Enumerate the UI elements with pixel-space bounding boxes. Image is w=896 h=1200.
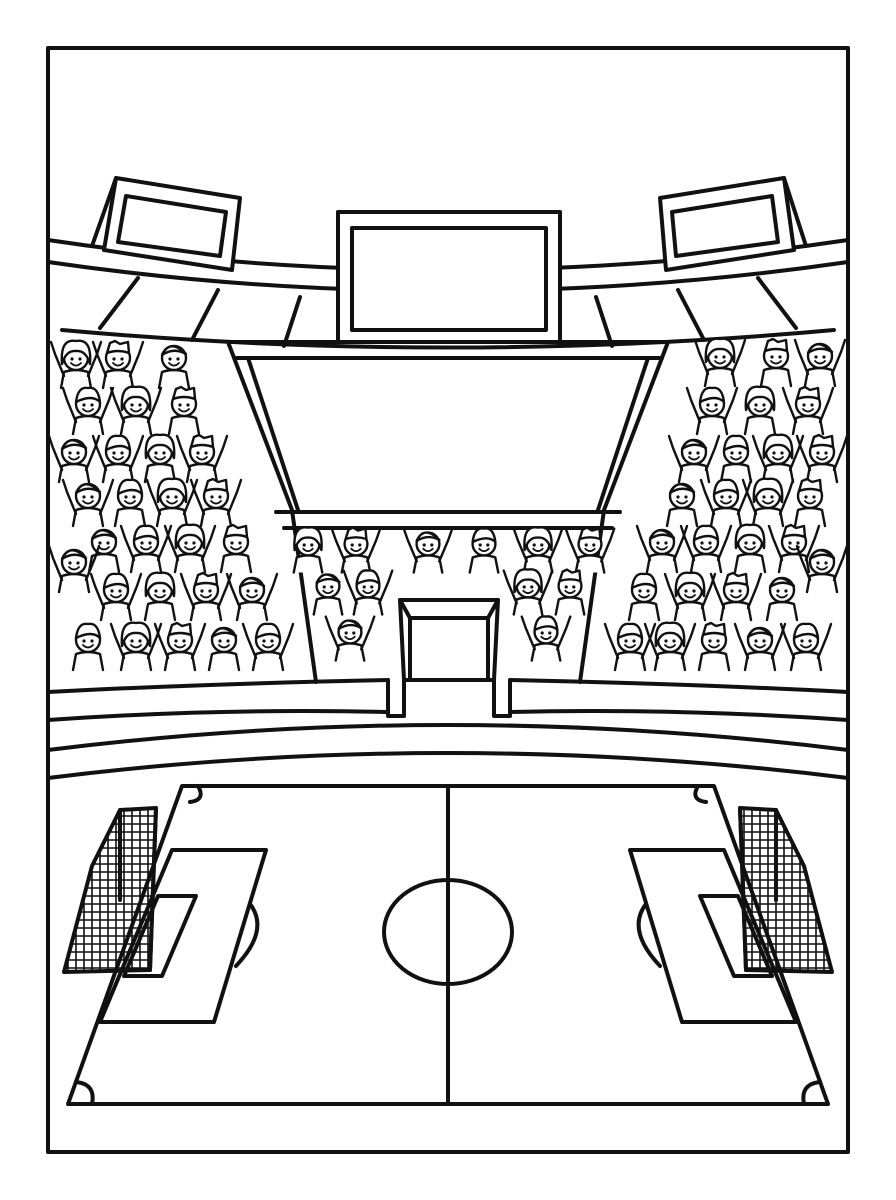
- fan: [225, 572, 279, 622]
- fan: [241, 622, 295, 672]
- fan: [635, 524, 689, 574]
- fan: [751, 433, 805, 484]
- fan: [143, 571, 177, 622]
- fan: [663, 571, 717, 622]
- fan: [709, 571, 763, 622]
- fan: [402, 527, 454, 574]
- fan: [207, 626, 241, 672]
- scoreboard-icon: [336, 210, 562, 344]
- fan: [342, 569, 394, 616]
- floodlight-right-icon: [658, 176, 808, 272]
- fan: [554, 568, 586, 616]
- fan: [793, 477, 827, 528]
- fan: [679, 524, 733, 574]
- fan: [61, 386, 115, 436]
- fan: [627, 572, 661, 622]
- fan: [179, 571, 233, 622]
- fan: [697, 621, 731, 672]
- fan: [91, 434, 145, 484]
- fan: [468, 527, 500, 574]
- fan: [157, 344, 191, 390]
- fan: [330, 526, 382, 574]
- fan: [61, 478, 115, 528]
- fan: [512, 526, 564, 574]
- fan: [767, 523, 821, 574]
- fan: [603, 622, 657, 672]
- fan: [793, 338, 847, 388]
- fan: [143, 433, 177, 484]
- fan: [87, 528, 121, 574]
- fan: [167, 385, 201, 436]
- fan: [759, 337, 793, 388]
- fan: [781, 385, 835, 436]
- fan: [502, 568, 554, 616]
- fan: [795, 544, 849, 594]
- crowd-left: [47, 339, 295, 672]
- fan: [175, 433, 229, 484]
- fan: [47, 544, 101, 594]
- fan: [145, 477, 199, 528]
- fan: [693, 337, 747, 388]
- fan: [779, 622, 833, 672]
- fan: [153, 621, 207, 672]
- crowd-center: [292, 526, 616, 662]
- fan: [219, 523, 253, 574]
- fan: [520, 615, 572, 662]
- fan: [719, 434, 753, 484]
- fan: [109, 621, 163, 672]
- fan: [667, 434, 721, 484]
- fan: [47, 434, 101, 484]
- fan: [795, 433, 849, 484]
- fan: [665, 482, 699, 528]
- fan: [741, 477, 795, 528]
- fan: [743, 385, 777, 436]
- fan: [119, 524, 173, 574]
- fan: [163, 523, 217, 574]
- fan: [733, 622, 787, 672]
- floodlight-left-icon: [90, 176, 242, 272]
- fan: [765, 576, 799, 622]
- stand-structure: [46, 340, 850, 780]
- fan: [699, 478, 753, 528]
- soccer-pitch-icon: [66, 784, 830, 1106]
- fan: [733, 523, 767, 574]
- fan: [91, 339, 145, 390]
- fan: [71, 622, 105, 672]
- fan: [685, 386, 739, 436]
- fan: [643, 621, 697, 672]
- fan: [109, 385, 163, 436]
- fan: [189, 477, 243, 528]
- fan: [564, 526, 616, 574]
- fan: [312, 573, 344, 616]
- fan: [49, 339, 103, 390]
- fan: [89, 572, 143, 622]
- page-border: [46, 46, 850, 1154]
- fan: [113, 478, 147, 528]
- fan: [292, 526, 324, 574]
- crowd-right: [603, 337, 849, 672]
- fan: [324, 615, 376, 662]
